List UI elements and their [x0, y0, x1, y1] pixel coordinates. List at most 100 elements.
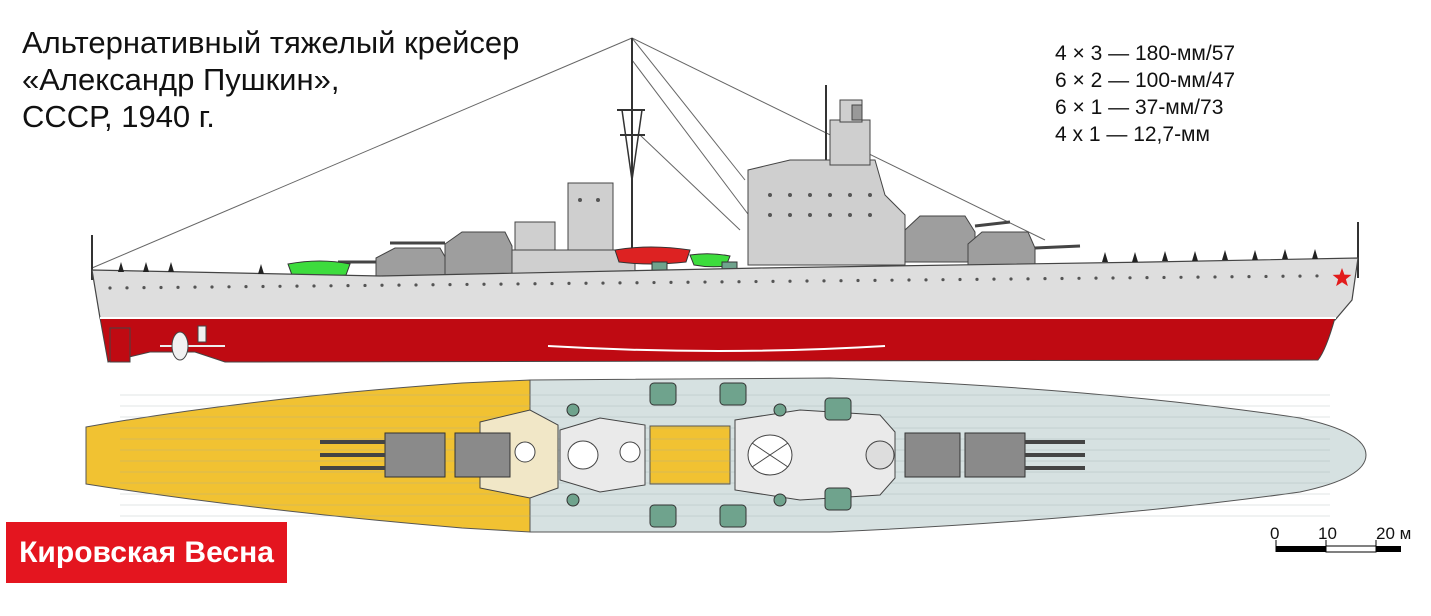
porthole — [499, 282, 503, 286]
porthole — [363, 283, 367, 288]
porthole — [958, 277, 962, 282]
porthole — [516, 282, 520, 286]
porthole — [1179, 275, 1183, 279]
porthole — [720, 280, 724, 284]
porthole — [244, 285, 248, 289]
bilge-keel — [547, 345, 886, 352]
propeller-rudder — [109, 325, 225, 363]
porthole — [703, 280, 707, 284]
porthole — [108, 286, 112, 290]
porthole — [601, 281, 605, 285]
porthole — [1213, 275, 1217, 279]
porthole — [448, 283, 452, 287]
boats — [287, 246, 738, 281]
hull-portholes — [108, 274, 1319, 290]
porthole — [652, 280, 656, 285]
porthole — [414, 283, 418, 287]
diagram-title: Альтернативный тяжелый крейсер «Александ… — [22, 24, 519, 135]
porthole — [771, 279, 775, 283]
porthole — [397, 283, 401, 287]
porthole — [125, 286, 129, 290]
porthole — [142, 286, 146, 290]
porthole — [839, 279, 843, 283]
porthole — [1247, 275, 1251, 279]
porthole — [584, 281, 588, 285]
scale-label-0: 0 — [1270, 524, 1280, 543]
porthole — [1315, 274, 1319, 278]
porthole — [618, 281, 622, 285]
porthole — [1111, 276, 1115, 280]
porthole — [278, 284, 282, 288]
porthole — [856, 278, 860, 283]
porthole — [669, 280, 673, 284]
turrets-side — [375, 215, 1036, 281]
porthole — [1026, 277, 1030, 281]
porthole — [1145, 276, 1149, 280]
porthole — [1298, 274, 1302, 278]
hull-lower — [99, 317, 1336, 363]
plan-view — [85, 377, 1367, 533]
porthole — [1043, 277, 1047, 281]
superstructure-portholes — [578, 193, 872, 217]
porthole — [193, 285, 197, 289]
porthole — [1094, 276, 1098, 280]
porthole — [159, 285, 163, 290]
porthole — [567, 281, 571, 286]
porthole — [941, 278, 945, 282]
turrets-top — [384, 432, 1026, 478]
porthole — [737, 280, 741, 284]
porthole — [975, 277, 979, 281]
porthole — [329, 284, 333, 288]
porthole — [873, 278, 877, 282]
porthole — [686, 280, 690, 284]
porthole — [1077, 276, 1081, 280]
armament-list: 4 × 3 — 180-мм/57 6 × 2 — 100-мм/47 6 × … — [1055, 40, 1235, 148]
porthole — [295, 284, 299, 288]
porthole — [1230, 275, 1234, 279]
scale-bar — [1275, 540, 1401, 553]
porthole — [805, 279, 809, 283]
turret-barrels — [338, 220, 1081, 264]
porthole — [1196, 275, 1200, 279]
porthole — [261, 284, 265, 289]
porthole — [550, 281, 554, 286]
porthole — [907, 278, 911, 282]
title-line-1: Альтернативный тяжелый крейсер — [22, 25, 520, 60]
armament-line-1: 4 × 3 — 180-мм/57 — [1055, 42, 1236, 65]
porthole — [890, 278, 894, 282]
porthole — [312, 284, 316, 288]
secondary-mounts — [566, 382, 852, 528]
porthole — [1264, 274, 1268, 279]
deck-fittings — [118, 249, 1318, 274]
armament-line-3: 6 × 1 — 37-мм/73 — [1055, 96, 1224, 119]
porthole — [533, 282, 537, 286]
masts — [91, 38, 1359, 280]
title-line-3: СССР, 1940 г. — [22, 99, 215, 134]
porthole — [635, 281, 639, 285]
armament-line-4: 4 x 1 — 12,7-мм — [1055, 123, 1210, 146]
porthole — [227, 285, 231, 289]
brand-badge: Кировская Весна — [6, 522, 287, 583]
porthole — [822, 279, 826, 283]
porthole — [924, 278, 928, 282]
porthole — [992, 277, 996, 281]
scale-label-10: 10 — [1318, 524, 1337, 543]
porthole — [482, 282, 486, 286]
porthole — [1281, 274, 1285, 278]
porthole — [465, 282, 469, 287]
title-line-2: «Александр Пушкин», — [22, 62, 340, 97]
soviet-star — [1332, 268, 1352, 287]
porthole — [176, 285, 180, 289]
scale-label-20: 20 м — [1376, 524, 1412, 543]
turret-barrels-top — [320, 440, 1085, 470]
rigging-wires — [91, 37, 1046, 269]
porthole — [1009, 277, 1013, 281]
porthole — [346, 284, 350, 288]
porthole — [1128, 276, 1132, 280]
porthole — [210, 285, 214, 289]
porthole — [431, 283, 435, 287]
porthole — [754, 279, 758, 284]
porthole — [380, 283, 384, 287]
porthole — [788, 279, 792, 283]
